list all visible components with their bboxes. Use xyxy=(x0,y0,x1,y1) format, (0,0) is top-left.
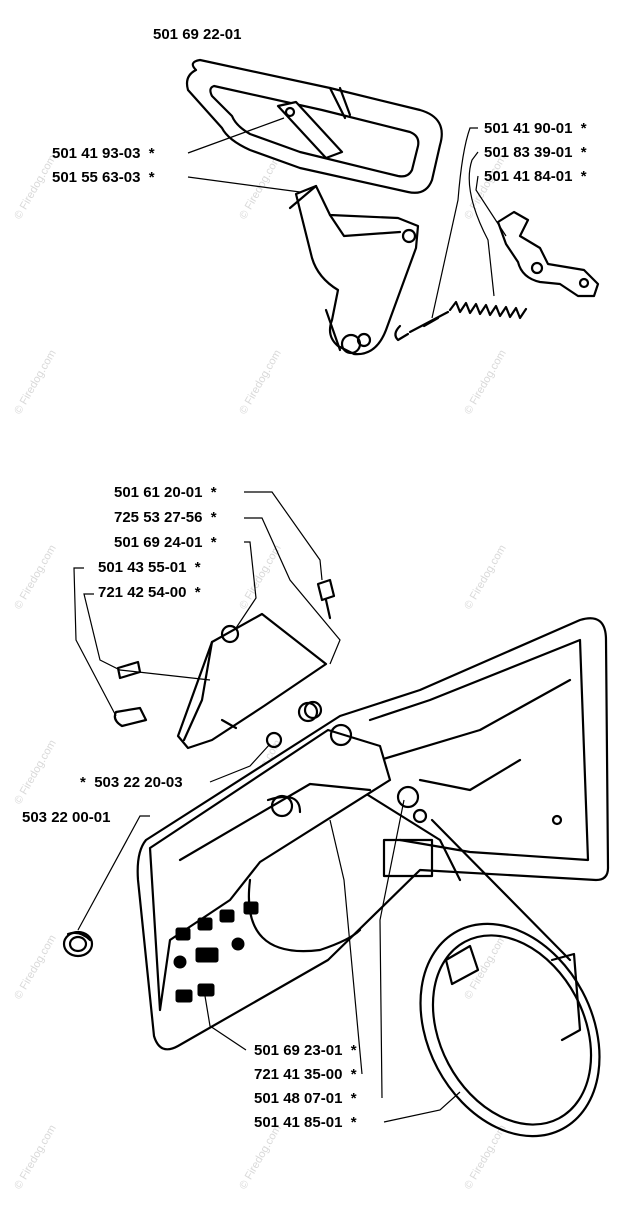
part-number: 501 41 93-03 xyxy=(52,145,141,162)
part-number: 501 61 20-01 xyxy=(114,484,203,501)
part-number-label: * 503 22 20-03 xyxy=(80,775,183,790)
watermark: © Firedog.com xyxy=(12,543,59,612)
part-number: 721 41 35-00 xyxy=(254,1066,343,1083)
part-number: 501 43 55-01 xyxy=(98,559,187,576)
supply-mark: * xyxy=(194,584,201,601)
supply-mark: * xyxy=(210,534,217,551)
part-number: 501 41 84-01 xyxy=(484,168,573,185)
supply-mark: * xyxy=(210,484,217,501)
supply-mark: * xyxy=(148,145,155,162)
part-number-label: 501 61 20-01 * xyxy=(114,485,217,500)
part-number: 501 48 07-01 xyxy=(254,1090,343,1107)
part-number: 725 53 27-56 xyxy=(114,509,203,526)
watermark: © Firedog.com xyxy=(12,348,59,417)
brake-housing-drawing xyxy=(62,578,610,1138)
part-number-label: 501 43 55-01 * xyxy=(98,560,201,575)
supply-mark: * xyxy=(80,774,86,791)
supply-mark: * xyxy=(210,509,217,526)
bottom-leader-lines xyxy=(73,491,461,1123)
part-number: 501 69 23-01 xyxy=(254,1042,343,1059)
vent-slots xyxy=(173,901,259,1003)
part-number-label: 501 41 93-03 * xyxy=(52,146,155,161)
supply-mark: * xyxy=(350,1066,357,1083)
part-number: 503 22 20-03 xyxy=(94,774,183,791)
watermark: © Firedog.com xyxy=(12,738,59,807)
supply-mark: * xyxy=(194,559,201,576)
spring-icon xyxy=(62,930,94,958)
supply-mark: * xyxy=(580,120,587,137)
part-number: 501 83 39-01 xyxy=(484,144,573,161)
part-number-label: 501 83 39-01 * xyxy=(484,145,587,160)
supply-mark: * xyxy=(350,1090,357,1107)
part-number-label: 501 41 85-01 * xyxy=(254,1115,357,1130)
supply-mark: * xyxy=(580,144,587,161)
part-number: 501 69 24-01 xyxy=(114,534,203,551)
part-number: 503 22 00-01 xyxy=(22,809,111,826)
watermark: © Firedog.com xyxy=(462,1123,509,1192)
part-number: 501 55 63-03 xyxy=(52,169,141,186)
part-number-label: 721 42 54-00 * xyxy=(98,585,201,600)
part-number-label: 501 48 07-01 * xyxy=(254,1091,357,1106)
part-number-label: 501 69 24-01 * xyxy=(114,535,217,550)
watermark: © Firedog.com xyxy=(12,933,59,1002)
top-leader-lines xyxy=(187,117,507,319)
supply-mark: * xyxy=(580,168,587,185)
front-handle-drawing xyxy=(185,58,600,356)
part-number-label: 501 55 63-03 * xyxy=(52,170,155,185)
part-number-label: 503 22 00-01 xyxy=(22,810,110,825)
part-number: 721 42 54-00 xyxy=(98,584,187,601)
part-number-label: 501 69 23-01 * xyxy=(254,1043,357,1058)
part-number: 501 41 85-01 xyxy=(254,1114,343,1131)
watermark: © Firedog.com xyxy=(462,543,509,612)
supply-mark: * xyxy=(350,1114,357,1131)
supply-mark: * xyxy=(350,1042,357,1059)
brake-band-drawing xyxy=(419,818,601,1138)
watermark: © Firedog.com xyxy=(462,933,509,1002)
part-number-main: 501 69 22-01 xyxy=(153,26,242,43)
watermark: © Firedog.com xyxy=(12,1123,59,1192)
spring-icon xyxy=(408,300,528,334)
part-number-label: 501 41 84-01 * xyxy=(484,169,587,184)
watermark: © Firedog.com xyxy=(462,348,509,417)
supply-mark: * xyxy=(148,169,155,186)
part-number-label: 721 41 35-00 * xyxy=(254,1067,357,1082)
part-number: 501 41 90-01 xyxy=(484,120,573,137)
watermark: © Firedog.com xyxy=(237,543,284,612)
watermark: © Firedog.com xyxy=(237,1123,284,1192)
watermark: © Firedog.com xyxy=(237,348,284,417)
part-number-label: 725 53 27-56 * xyxy=(114,510,217,525)
part-number-label: 501 41 90-01 * xyxy=(484,121,587,136)
watermark: © Firedog.com xyxy=(12,153,59,222)
